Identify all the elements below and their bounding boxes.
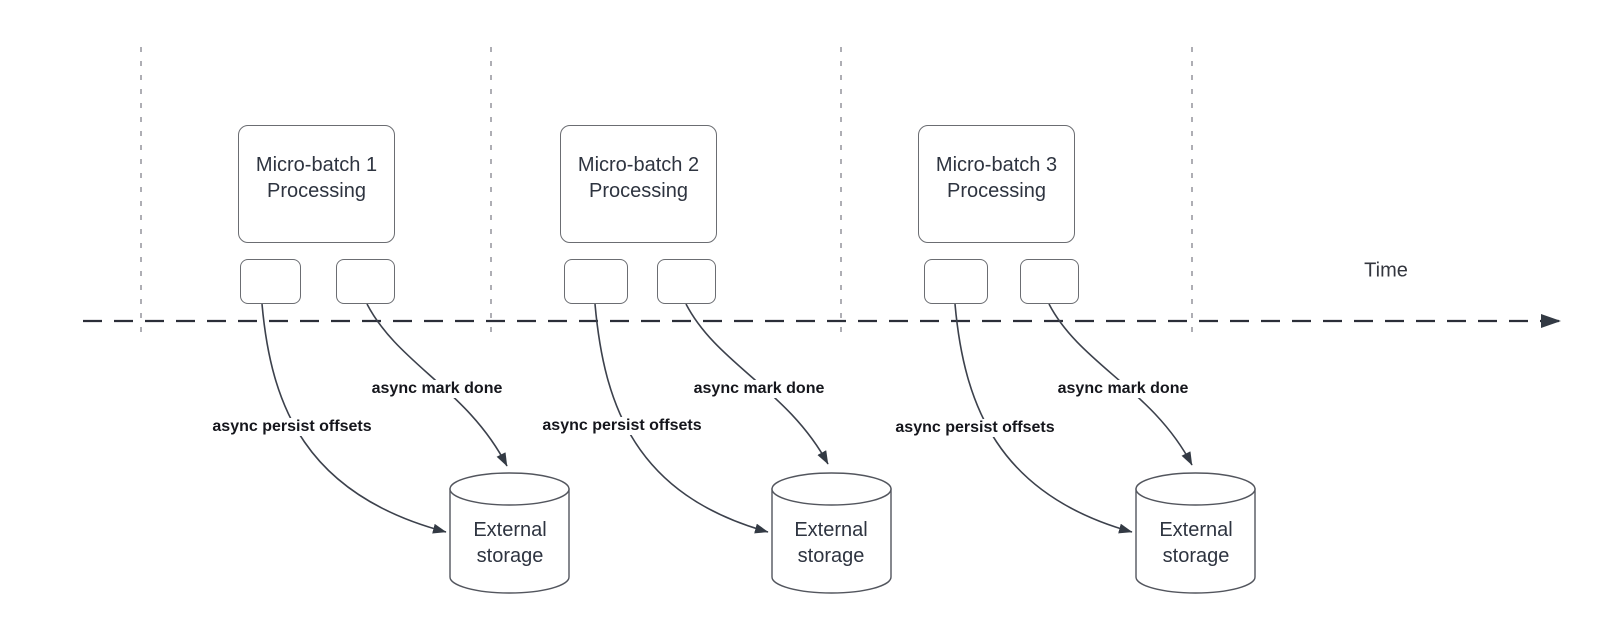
external-storage-cylinder-1 [449, 472, 570, 594]
external-storage-label-2: External storage [794, 517, 867, 569]
persist-offsets-arrow-2 [594, 303, 769, 534]
external-storage-label-1: External storage [473, 517, 546, 569]
micro-batch-2-title-line2: Processing [589, 180, 688, 202]
mark-done-arrow-3 [1048, 303, 1193, 466]
mark-done-task-box-1 [336, 259, 395, 304]
external-storage-label-2-line2: storage [797, 545, 865, 567]
persist-offsets-task-box-3 [924, 259, 988, 304]
persist-offsets-task-box-1 [240, 259, 301, 304]
mark-done-label-2: async mark done [690, 380, 828, 398]
micro-batch-1-box: Micro-batch 1 Processing [238, 125, 395, 243]
external-storage-cylinder-3 [1135, 472, 1256, 594]
mark-done-arrow-2 [685, 303, 829, 465]
external-storage-label-3: External storage [1159, 517, 1232, 569]
external-storage-label-3-line2: storage [1162, 545, 1230, 567]
micro-batch-3-box: Micro-batch 3 Processing [918, 125, 1075, 243]
external-storage-cylinder-2 [771, 472, 892, 594]
mark-done-label-1: async mark done [368, 380, 506, 398]
time-axis-label: Time [1364, 259, 1408, 282]
persist-offsets-task-box-2 [564, 259, 628, 304]
external-storage-label-1-line2: storage [476, 545, 544, 567]
micro-batch-2-title-line1: Micro-batch 2 [577, 154, 700, 176]
micro-batch-1-title-line2: Processing [267, 180, 366, 202]
micro-batch-3-title-line1: Micro-batch 3 [935, 154, 1058, 176]
mark-done-task-box-3 [1020, 259, 1079, 304]
micro-batch-3-title-line2: Processing [947, 180, 1046, 202]
external-storage-label-3-line1: External [1159, 519, 1233, 541]
persist-offsets-arrow-3 [954, 303, 1133, 534]
persist-offsets-label-1: async persist offsets [209, 418, 375, 436]
mark-done-arrow-1 [366, 303, 508, 467]
micro-batch-2-box: Micro-batch 2 Processing [560, 125, 717, 243]
persist-offsets-label-3: async persist offsets [892, 419, 1058, 437]
persist-offsets-arrow-1 [261, 303, 447, 534]
mark-done-task-box-2 [657, 259, 716, 304]
external-storage-label-2-line1: External [794, 519, 868, 541]
persist-offsets-label-2: async persist offsets [539, 417, 705, 435]
micro-batch-1-title-line1: Micro-batch 1 [255, 154, 378, 176]
external-storage-label-1-line1: External [473, 519, 547, 541]
mark-done-label-3: async mark done [1054, 380, 1192, 398]
